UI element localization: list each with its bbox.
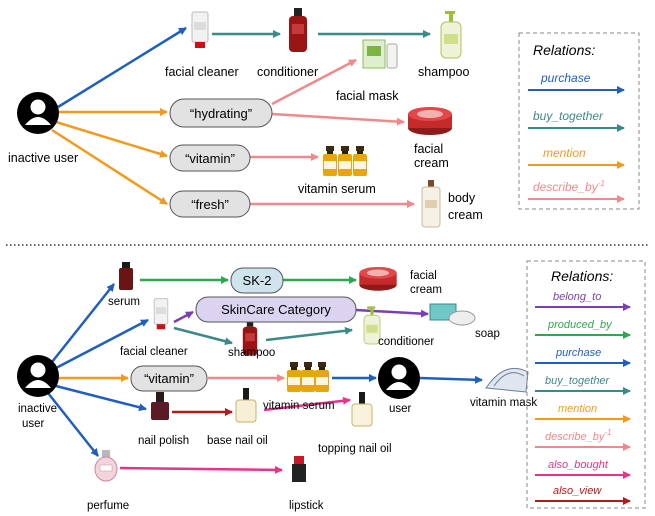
edge-user-vitamin — [55, 120, 168, 158]
b-facial-cream-label-2: cream — [410, 284, 442, 296]
b-edge-user-perfume — [47, 392, 99, 457]
b-edge-cleaner-shampoo — [173, 326, 233, 346]
facial-cream-image — [408, 107, 452, 135]
b-soap-image — [429, 303, 476, 326]
pill-vitamin-top-text: “vitamin” — [185, 151, 235, 166]
b-user-label: user — [389, 403, 412, 415]
b-legend-also-bought: also_bought — [548, 459, 609, 471]
b-edge-category-soap — [355, 308, 429, 318]
b-nail-polish-image — [151, 392, 169, 420]
facial-cleaner-image — [191, 11, 209, 49]
b-user-icon — [378, 357, 420, 399]
b-facial-cleaner-label: facial cleaner — [120, 346, 188, 358]
b-legend-buy-together: buy_together — [545, 375, 611, 387]
b-base-nail-oil-image — [235, 388, 257, 423]
b-topping-nail-oil-image — [351, 392, 373, 427]
edge-user-fresh — [51, 128, 168, 206]
pill-sk2 — [230, 267, 284, 294]
b-nail-polish-label: nail polish — [138, 435, 189, 447]
vitamin-serum-image — [323, 146, 367, 176]
b-edge-cleaner-category — [173, 310, 194, 324]
top-legend-purchase: purchase — [540, 71, 591, 85]
b-vitamin-mask-label: vitamin mask — [470, 397, 537, 409]
b-lipstick-label: lipstick — [289, 500, 324, 512]
b-user-label-1: inactive — [18, 403, 57, 415]
b-legend-describe-by: describe_by-1 — [545, 428, 611, 443]
b-legend-also-view: also_view — [553, 485, 602, 497]
top-legend-buy-together: buy_together — [533, 109, 604, 123]
b-facial-cream-image — [359, 266, 397, 291]
pill-fresh-text: “fresh” — [191, 197, 229, 212]
b-edge-user-serum — [51, 283, 115, 363]
b-serum-label: serum — [108, 296, 140, 308]
pill-fresh — [169, 190, 251, 218]
b-edge-user-mask — [419, 375, 483, 384]
b-perfume-image — [94, 450, 118, 482]
b-vitamin-serum-label: vitamin serum — [263, 400, 335, 412]
b-serum-image — [119, 262, 133, 290]
b-soap-label: soap — [475, 328, 500, 340]
facial-mask-image — [362, 39, 398, 69]
edge-hydrating-mask — [271, 58, 357, 106]
top-body-cream-label-2: cream — [448, 208, 483, 222]
top-body-cream-label-1: body — [448, 191, 476, 205]
top-facial-mask-label: facial mask — [336, 89, 399, 103]
b-legend-produced-by: produced_by — [547, 319, 613, 331]
b-conditioner-label: conditioner — [378, 336, 434, 348]
pill-hydrating-text: “hydrating” — [190, 106, 252, 121]
top-conditioner-label: conditioner — [257, 65, 318, 79]
body-cream-image — [421, 180, 441, 228]
top-facial-cream-label-2: cream — [414, 156, 449, 170]
top-facial-cleaner-label: facial cleaner — [165, 65, 239, 79]
pill-skincare-text: SkinCare Category — [221, 302, 331, 317]
b-legend-purchase: purchase — [555, 347, 601, 359]
top-legend-describe-by: describe_by-1 — [533, 179, 605, 194]
edge-hydrating-cream — [271, 112, 405, 126]
pill-sk2-text: SK-2 — [243, 273, 272, 288]
top-facial-cream-label-1: facial — [414, 142, 443, 156]
top-legend-title: Relations: — [533, 42, 595, 58]
top-user-label: inactive user — [8, 151, 78, 165]
b-legend-mention: mention — [558, 403, 597, 415]
b-topping-nail-oil-label: topping nail oil — [318, 443, 392, 455]
top-legend-mention: mention — [543, 146, 586, 160]
b-lipstick-image — [292, 456, 306, 482]
pill-vitamin-bottom — [130, 365, 208, 392]
top-legend-box — [518, 32, 640, 210]
pill-hydrating — [169, 98, 273, 128]
b-edge-user-cleaner — [55, 318, 149, 370]
b-facial-cleaner-image — [153, 298, 169, 330]
pill-vitamin-top — [169, 144, 251, 172]
shampoo-image — [440, 10, 462, 59]
b-legend-belong-to: belong_to — [553, 291, 601, 303]
pill-skincare — [195, 296, 357, 323]
b-facial-cream-label-1: facial — [410, 270, 437, 282]
b-shampoo-label: shampoo — [228, 347, 275, 359]
b-perfume-label: perfume — [87, 500, 129, 512]
b-edge-perfume-lipstick — [119, 465, 283, 474]
top-vitamin-serum-label: vitamin serum — [298, 182, 376, 196]
bottom-legend-title: Relations: — [551, 268, 613, 284]
b-edge-shampoo-conditioner — [265, 326, 353, 342]
pill-vitamin-bottom-text: “vitamin” — [144, 371, 194, 386]
conditioner-image — [289, 8, 307, 52]
b-base-nail-oil-label: base nail oil — [207, 435, 268, 447]
edge-user-cleaner — [57, 26, 187, 109]
bottom-legend-box — [526, 260, 646, 509]
inactive-user-icon — [17, 92, 59, 134]
top-shampoo-label: shampoo — [418, 65, 469, 79]
b-edge-baseoil-topoil — [263, 396, 351, 412]
b-vitamin-serum-image — [287, 362, 329, 392]
b-inactive-user-icon — [17, 355, 59, 397]
b-vitamin-mask-image — [485, 368, 529, 393]
b-user-label-2: user — [22, 418, 45, 430]
b-edge-user-nailpolish — [55, 384, 147, 412]
